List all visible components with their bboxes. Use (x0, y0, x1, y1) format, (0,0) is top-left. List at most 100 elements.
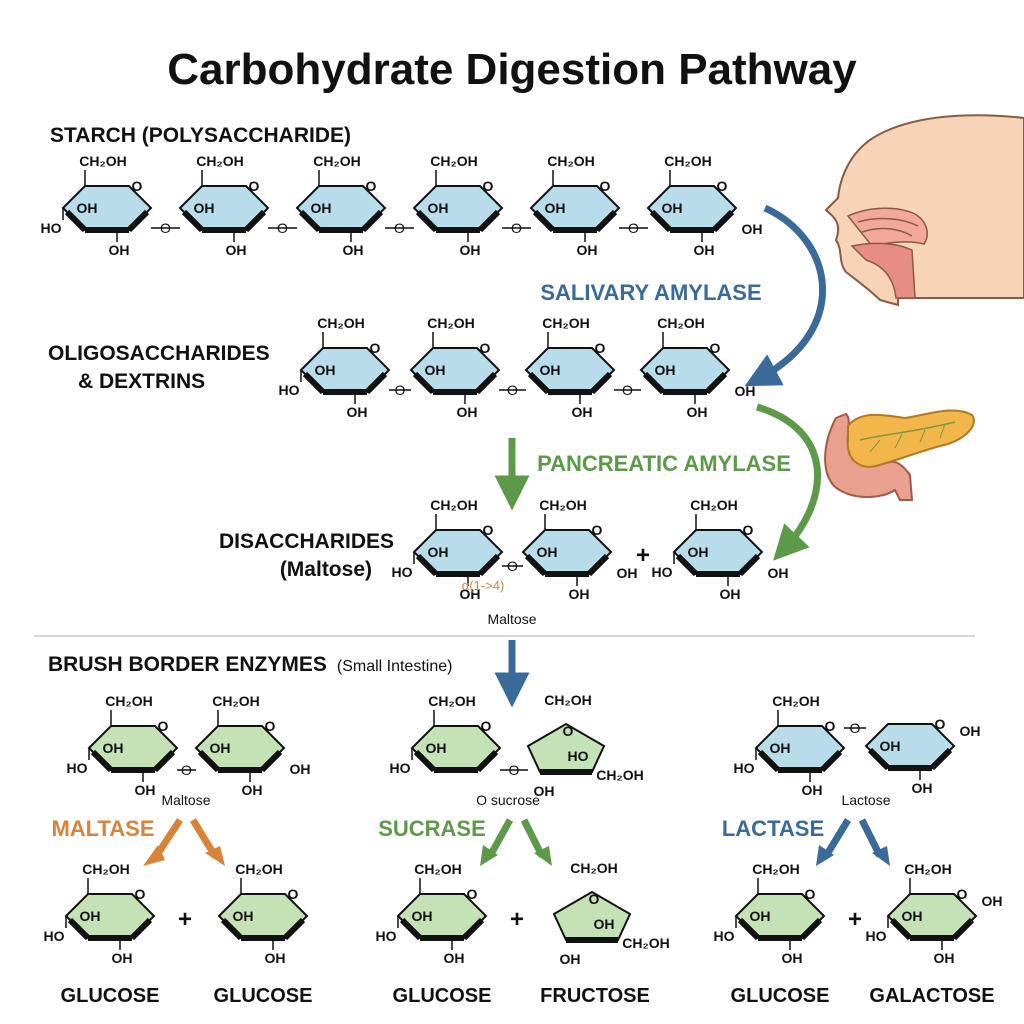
oh-label: OH (572, 404, 593, 420)
ring-edge-bold (259, 749, 283, 773)
brush-border-title: BRUSH BORDER ENZYMES (48, 653, 327, 676)
ch2oh-label: CH₂OH (657, 315, 704, 331)
oh-label: OH (880, 738, 901, 754)
arrow-sucrase-right (520, 818, 546, 858)
ring-oxygen-label: O (288, 886, 299, 902)
ring-oxygen-label: O (717, 178, 728, 194)
enzyme-sucrase: SUCRASE (378, 816, 486, 841)
ring-edge-bold (126, 209, 150, 233)
oh-label: OH (720, 586, 741, 602)
ring-edge-bold (594, 209, 618, 233)
ch2oh-label: CH₂OH (317, 315, 364, 331)
glycosidic-oxygen-label: O (628, 220, 639, 236)
oh-label: OH (80, 908, 101, 924)
oh-label: OH (412, 908, 433, 924)
ring-oxygen-label: O (957, 886, 968, 902)
caption-sucrose: O sucrose (476, 792, 540, 808)
plus-maltase: + (178, 906, 192, 933)
oh-label: OH (233, 908, 254, 924)
ring-edge-bold (364, 371, 388, 395)
ch2oh-label: CH₂OH (414, 861, 461, 877)
oh-label: OH (934, 950, 955, 966)
oh-label: OH (194, 200, 215, 216)
ho-label: HO (41, 220, 62, 236)
ring-body (526, 722, 606, 773)
ring-oxygen-label: O (592, 522, 603, 538)
ring-oxygen-label: O (132, 178, 143, 194)
ho-label: HO (44, 928, 65, 944)
oh-label: OH (444, 950, 465, 966)
starch-label: STARCH (POLYSACCHARIDE) (50, 124, 351, 147)
ch2oh-label: CH₂OH (690, 497, 737, 513)
ho-label: OH (594, 916, 615, 932)
arrow-salivary (744, 204, 827, 387)
ring-edge-bold (152, 749, 176, 773)
oh-label: OH (242, 782, 263, 798)
oh-label: OH (534, 783, 555, 799)
ring-oxygen-label: O (366, 178, 377, 194)
ring-edge-bold (415, 553, 439, 577)
ring-oxygen-label: O (249, 178, 260, 194)
ho-label: HO (568, 748, 589, 764)
oh-label: OH (960, 723, 981, 739)
ring-oxygen-label: O (467, 886, 478, 902)
ring-edge-bold (282, 917, 306, 941)
ch2oh-label: CH₂OH (430, 497, 477, 513)
ho-label: HO (67, 760, 88, 776)
ring-oxygen-label: O (825, 718, 836, 734)
disaccharides-label-line1: DISACCHARIDES (219, 530, 394, 553)
oh-label: OH (687, 404, 708, 420)
ring-edge-bold (649, 209, 673, 233)
ring-edge-bold (527, 371, 551, 395)
enzyme-lactase: LACTASE (722, 816, 824, 841)
arrowhead-sucrase-right (534, 846, 552, 866)
oh-label: OH (77, 200, 98, 216)
oh-label: OH (560, 951, 581, 967)
glycosidic-oxygen-label: O (507, 558, 518, 574)
ring-edge-bold (586, 553, 610, 577)
oh-label: OH (425, 362, 446, 378)
ho-label: HO (734, 760, 755, 776)
oh-label: OH (688, 544, 709, 560)
ho-label: HO (714, 928, 735, 944)
ring-oxygen-label: O (483, 178, 494, 194)
ho-label: HO (652, 564, 673, 580)
ring-edge-bold (64, 209, 88, 233)
oh-label: OH (112, 950, 133, 966)
oh-label: OH (428, 544, 449, 560)
maltose-caption: Maltose (487, 611, 536, 627)
product-glucose-1: GLUCOSE (61, 985, 160, 1007)
oh-label: OH (750, 908, 771, 924)
glycosidic-oxygen-label: O (181, 762, 192, 778)
ring-oxygen-label: O (595, 340, 606, 356)
ring-edge-bold (413, 749, 437, 773)
alpha-bond-label: α(1->4) (462, 578, 505, 593)
ch2oh-label: CH₂OH (539, 497, 586, 513)
ch2oh-label: CH₂OH (235, 861, 282, 877)
ring-edge-bold (532, 209, 556, 233)
arrowhead-sucrase-left (480, 845, 498, 866)
enzyme-maltase: MALTASE (51, 816, 154, 841)
arrowhead-maltase-right (205, 846, 225, 866)
ring-oxygen-label: O (481, 718, 492, 734)
ring-oxygen-label: O (743, 522, 754, 538)
ch2oh-label: CH₂OH (664, 153, 711, 169)
ch2oh-label: CH₂OH (79, 153, 126, 169)
oh-label: OH (226, 242, 247, 258)
ring-edge-bold (67, 917, 91, 941)
enzyme-pancreatic-amylase: PANCREATIC AMYLASE (537, 451, 791, 476)
ring-oxygen-label: O (710, 340, 721, 356)
arrow-lactase-left (823, 818, 851, 858)
oh-label: OH (735, 383, 756, 399)
oh-label: OH (428, 200, 449, 216)
